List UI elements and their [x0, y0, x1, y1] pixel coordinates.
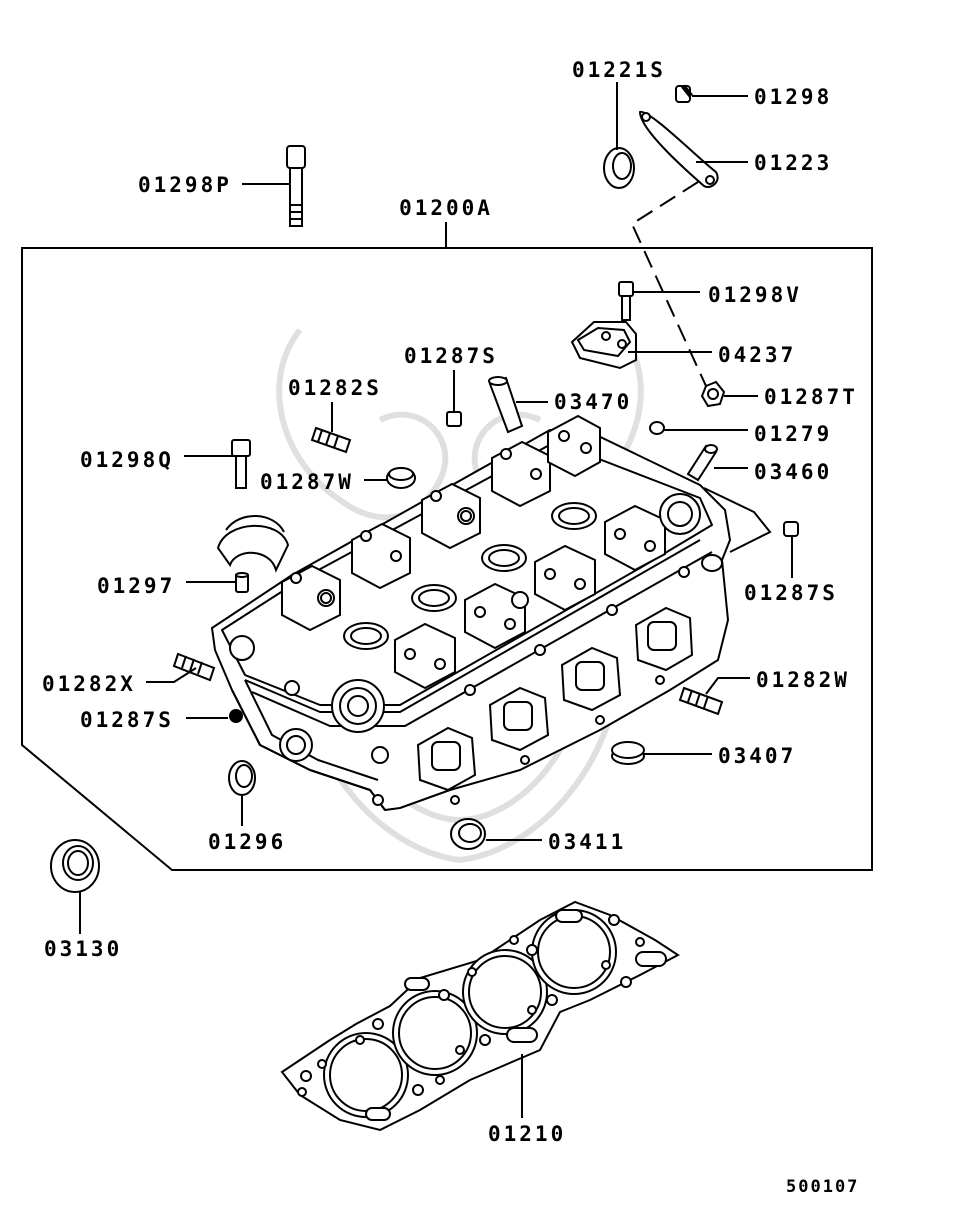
part-03460-pipe — [686, 444, 718, 482]
part-03411-seal — [450, 818, 486, 850]
part-01282X-stud — [172, 652, 216, 682]
label-01287W: 01287W — [260, 470, 354, 494]
part-01287S-plug-left — [229, 709, 243, 723]
part-03407-ring — [611, 741, 645, 765]
label-03130: 03130 — [44, 937, 122, 961]
part-01298-bolt — [675, 84, 693, 103]
label-03460: 03460 — [754, 460, 832, 484]
leader-01282X — [146, 667, 197, 683]
label-01287S-left: 01287S — [80, 708, 174, 732]
plug-bores — [343, 502, 597, 650]
part-01287S-plug-right — [783, 521, 799, 537]
leader-lines — [79, 82, 793, 1118]
cap-bolts — [290, 430, 656, 670]
label-03407: 03407 — [718, 744, 796, 768]
label-01296: 01296 — [208, 830, 286, 854]
part-01223-bracket — [638, 110, 719, 188]
part-halfmoon-seal — [216, 515, 290, 573]
part-01221S-seal — [603, 147, 635, 189]
part-04237-cover — [570, 321, 637, 370]
part-01279-oring — [649, 421, 665, 435]
part-01287S-plug — [446, 411, 462, 427]
part-01298V-bolt — [618, 281, 634, 321]
dashed-connector — [630, 181, 707, 387]
label-01282X: 01282X — [42, 672, 136, 696]
label-03411: 03411 — [548, 830, 626, 854]
part-03130-seal — [50, 839, 100, 893]
label-01282S: 01282S — [288, 376, 382, 400]
label-01298V: 01298V — [708, 283, 802, 307]
label-01287T: 01287T — [764, 385, 858, 409]
part-01287W-plug — [386, 467, 416, 489]
part-01296-seal — [228, 760, 256, 796]
part-01298P-bolt — [286, 145, 306, 227]
leader-01230-link — [703, 487, 772, 553]
label-01200A: 01200A — [399, 196, 493, 220]
label-01298Q: 01298Q — [80, 448, 174, 472]
part-01282W-stud — [678, 686, 724, 716]
label-01210: 01210 — [488, 1122, 566, 1146]
part-03470-pipe — [488, 376, 524, 434]
label-01298: 01298 — [754, 85, 832, 109]
label-01282W: 01282W — [756, 668, 850, 692]
label-01297: 01297 — [97, 574, 175, 598]
label-04237: 04237 — [718, 343, 796, 367]
label-01279: 01279 — [754, 422, 832, 446]
label-03470: 03470 — [554, 390, 632, 414]
assembly-boundary — [21, 247, 873, 871]
cam-seal-bores — [229, 493, 723, 806]
part-01298Q-bolt — [231, 439, 251, 489]
reference-number: 500107 — [786, 1177, 859, 1197]
label-01287S-top: 01287S — [404, 344, 498, 368]
exhaust-ports — [416, 566, 694, 805]
label-01287S-right: 01287S — [744, 581, 838, 605]
part-01287T-nut — [700, 380, 726, 408]
part-01210-head-gasket — [280, 900, 680, 1132]
label-01221S: 01221S — [572, 58, 666, 82]
leader-01282W — [705, 677, 750, 695]
part-01282S-stud — [310, 426, 352, 454]
label-01298P: 01298P — [138, 173, 232, 197]
label-01223: 01223 — [754, 151, 832, 175]
part-01297-dowel — [235, 572, 249, 593]
